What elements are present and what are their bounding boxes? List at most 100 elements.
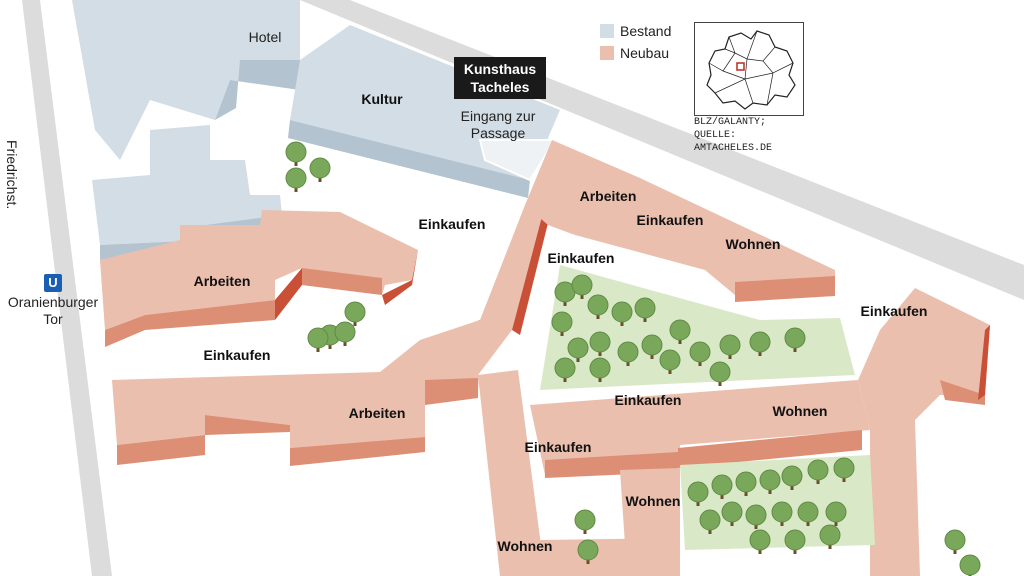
legend-label-neubau: Neubau <box>620 45 670 61</box>
label-einkaufen-2: Einkaufen <box>203 347 271 363</box>
friedrichstrasse-road <box>22 0 112 576</box>
building-south-side-4 <box>425 378 478 405</box>
tree-icon <box>959 554 981 576</box>
legend-swatch-bestand <box>600 24 614 38</box>
legend-label-bestand: Bestand <box>620 23 672 39</box>
building-north-side <box>735 276 835 302</box>
passage-entrance <box>478 139 557 182</box>
berlin-inset-map <box>694 22 804 116</box>
berlin-outline-icon <box>706 30 796 110</box>
tree-icon <box>344 301 366 326</box>
building-south-side-3 <box>290 437 425 466</box>
label-einkaufen-1: Einkaufen <box>418 216 486 232</box>
tree-icon <box>554 357 576 382</box>
building-west-side <box>105 300 275 347</box>
tree-icon <box>784 327 806 352</box>
tree-icon <box>334 321 356 346</box>
tree-icon <box>285 167 307 192</box>
tree-icon <box>709 361 731 386</box>
entrance-label: Eingang zur Passage <box>452 108 544 142</box>
tree-icon <box>611 301 633 326</box>
tree-icon <box>285 141 307 166</box>
label-wohnen-1: Wohnen <box>725 236 781 252</box>
building-wohnen-small <box>620 468 680 545</box>
building-arbeiten-wohnen-north <box>525 140 835 295</box>
entrance-line2: Passage <box>470 125 526 141</box>
label-einkaufen-7: Einkaufen <box>524 439 592 455</box>
tree-icon <box>574 509 596 534</box>
tree-icon <box>749 529 771 554</box>
station-name-line2: Tor <box>43 311 63 327</box>
label-arbeiten-1: Arbeiten <box>193 273 251 289</box>
tree-icon <box>577 539 599 564</box>
tree-icon <box>669 319 691 344</box>
building-connector-dark <box>512 205 550 335</box>
building-wohnen-west <box>478 370 545 576</box>
courtyard-north <box>540 265 855 390</box>
tree-icon <box>309 157 331 182</box>
label-arbeiten-3: Arbeiten <box>579 188 637 204</box>
building-center-side-2 <box>678 430 862 468</box>
tree-icon <box>617 341 639 366</box>
label-wohnen-2: Wohnen <box>772 403 828 419</box>
tree-icon <box>771 501 793 526</box>
label-kultur: Kultur <box>361 91 403 107</box>
building-east-side <box>940 380 985 405</box>
trees <box>285 141 981 576</box>
tree-icon <box>689 341 711 366</box>
tree-icon <box>719 334 741 359</box>
label-wohnen-3: Wohnen <box>625 493 681 509</box>
tree-icon <box>699 509 721 534</box>
hotel-building <box>72 0 300 160</box>
tree-icon <box>807 459 829 484</box>
tree-icon <box>589 331 611 356</box>
building-einkaufen-center <box>530 380 870 475</box>
station-name-line1: Oranienburger <box>7 294 99 310</box>
tree-icon <box>687 481 709 506</box>
tree-icon <box>307 327 329 352</box>
building-south-side <box>117 435 205 465</box>
legend-swatch-neubau <box>600 46 614 60</box>
tree-icon <box>571 274 593 299</box>
source-credit: BLZ/GALANTY; QUELLE: AMTACHELES.DE <box>694 117 773 154</box>
building-einkaufen-east <box>858 288 990 576</box>
tree-icon <box>634 297 656 322</box>
building-west-dark-side <box>275 268 302 320</box>
tree-icon <box>551 311 573 336</box>
tree-icon <box>797 501 819 526</box>
tree-icon <box>735 471 757 496</box>
tree-icon <box>781 465 803 490</box>
building-south-side-2 <box>205 415 290 435</box>
u-bahn-icon: U <box>44 274 62 292</box>
label-einkaufen-3: Einkaufen <box>636 212 704 228</box>
building-connector <box>478 205 545 375</box>
building-west-dark-side-2 <box>382 250 418 305</box>
tree-icon <box>833 457 855 482</box>
legend: Bestand Neubau <box>600 20 671 64</box>
building-west-side-2 <box>302 268 382 295</box>
tree-icon <box>587 294 609 319</box>
landmark-line2: Tacheles <box>470 79 530 95</box>
tree-icon <box>759 469 781 494</box>
label-einkaufen-5: Einkaufen <box>860 303 928 319</box>
building-east-dark-side <box>978 325 990 400</box>
building-einkaufen-arbeiten-south <box>112 320 480 448</box>
tree-icon <box>944 529 966 554</box>
tree-icon <box>711 474 733 499</box>
hotel-building-side <box>215 60 300 120</box>
tree-icon <box>659 349 681 374</box>
label-einkaufen-4: Einkaufen <box>547 250 615 266</box>
tree-icon <box>749 331 771 356</box>
legend-item-neubau: Neubau <box>600 42 671 64</box>
tree-icon <box>784 529 806 554</box>
new-buildings <box>100 140 990 576</box>
label-arbeiten-2: Arbeiten <box>348 405 406 421</box>
label-wohnen-4: Wohnen <box>497 538 553 554</box>
tree-icon <box>641 334 663 359</box>
tree-icon <box>819 524 841 549</box>
station-oranienburger-tor: U Oranienburger Tor <box>0 274 106 328</box>
kunsthaus-tacheles-label: Kunsthaus Tacheles <box>454 57 546 99</box>
tree-icon <box>589 357 611 382</box>
